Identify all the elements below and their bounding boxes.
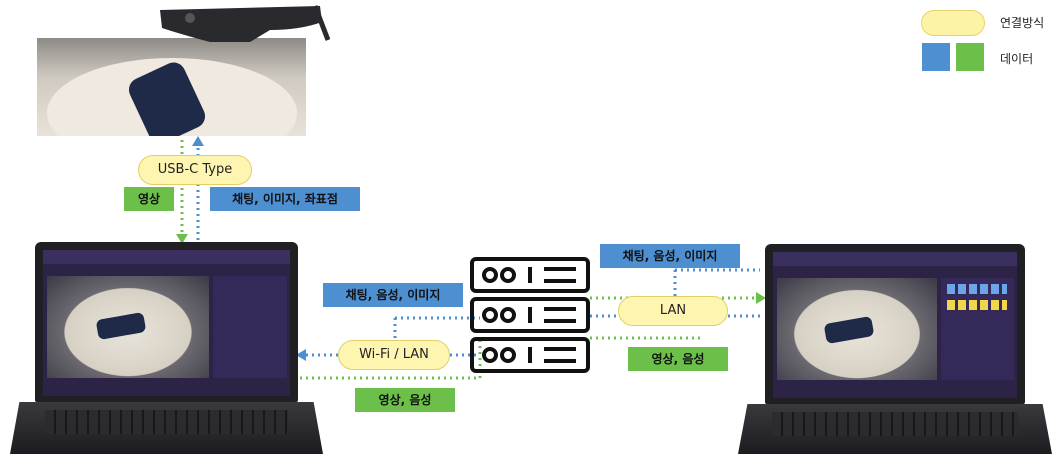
laptop-right-side-panel xyxy=(941,278,1014,380)
label-left-data: 채팅, 음성, 이미지 xyxy=(323,283,463,307)
laptop-right xyxy=(765,244,1025,404)
connection-wifi-lan: Wi-Fi / LAN xyxy=(338,340,450,370)
legend-connection-label: 연결방식 xyxy=(1000,16,1045,30)
laptop-right-screen xyxy=(773,252,1017,398)
laptop-left-app-header xyxy=(43,250,290,264)
label-right-data: 채팅, 음성, 이미지 xyxy=(600,244,740,268)
laptop-right-tool-row xyxy=(947,300,1007,310)
legend-data-swatch-blue xyxy=(922,43,950,71)
laptop-left-keyboard xyxy=(45,410,288,434)
laptop-left-side-panel xyxy=(213,276,287,378)
connection-usb-c: USB-C Type xyxy=(138,155,252,185)
server-icon xyxy=(470,257,590,373)
laptop-right-keyboard xyxy=(772,412,1018,436)
laptop-right-video xyxy=(777,278,937,380)
label-glasses-video: 영상 xyxy=(124,187,174,211)
label-right-video: 영상, 음성 xyxy=(628,347,728,371)
legend-data-label: 데이터 xyxy=(1000,52,1034,66)
laptop-left xyxy=(35,242,298,402)
label-left-video: 영상, 음성 xyxy=(355,388,455,412)
laptop-left-toy-car xyxy=(95,311,147,341)
legend-data-swatch-green xyxy=(956,43,984,71)
laptop-right-app-header xyxy=(773,252,1017,266)
laptop-right-tool-row-top xyxy=(947,284,1007,294)
label-glasses-data: 채팅, 이미지, 좌표점 xyxy=(210,187,360,211)
smart-glasses-icon xyxy=(160,5,330,42)
connection-lan: LAN xyxy=(618,296,728,326)
laptop-left-video xyxy=(47,276,209,378)
laptop-left-screen xyxy=(43,250,290,396)
glasses-camera-photo xyxy=(37,38,306,136)
legend-connection-swatch xyxy=(921,10,985,36)
laptop-right-toy-car xyxy=(823,315,875,345)
